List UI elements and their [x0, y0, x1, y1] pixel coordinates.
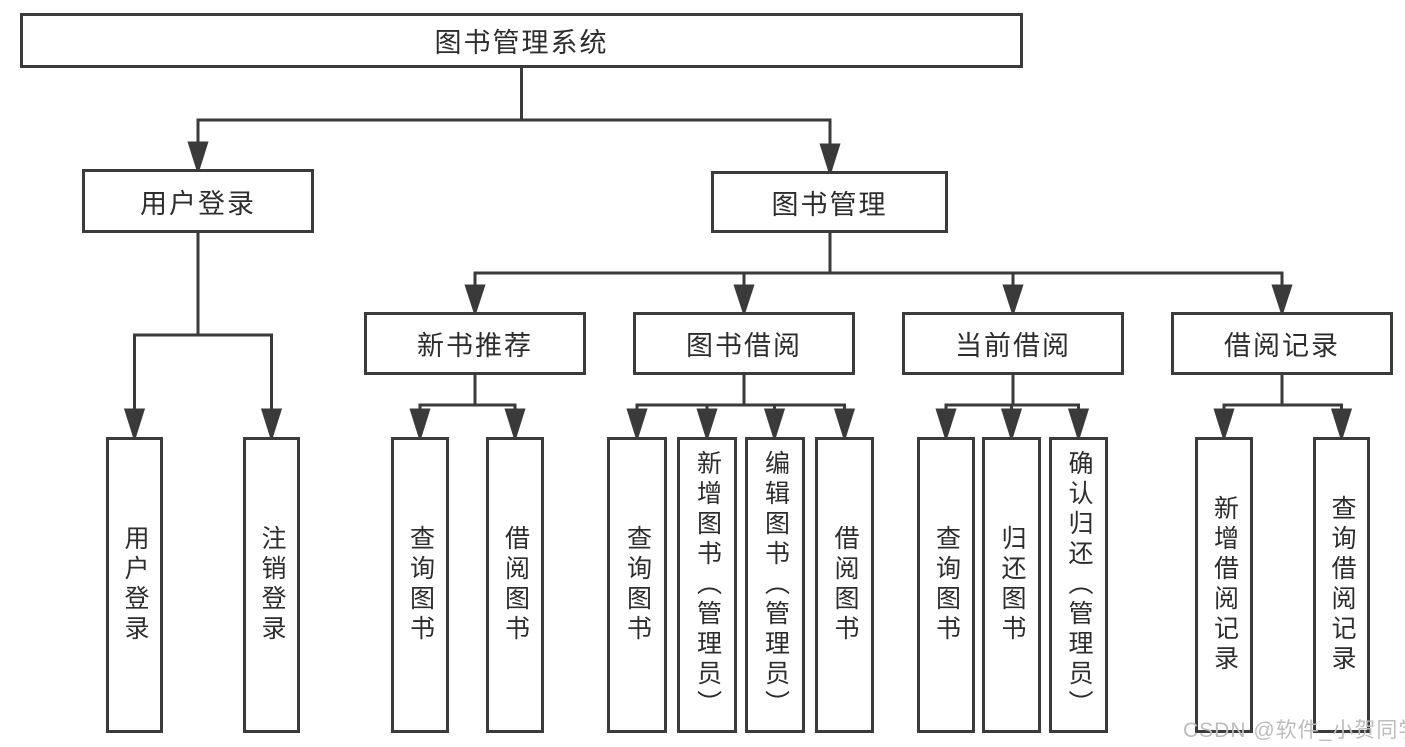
arrowhead-icon [123, 408, 146, 442]
node-book-borrowing: 图书借阅 [633, 312, 855, 375]
connector-records-to-leaves [1213, 375, 1353, 442]
connector-borrowing-to-leaves [626, 375, 856, 442]
leaf-label: 查询图书 [932, 525, 961, 645]
leaf-user-login: 用户登录 [106, 437, 163, 733]
arrowhead-icon [504, 408, 526, 442]
leaf-label: 新增借阅记录 [1210, 495, 1239, 675]
node-label: 图书管理 [771, 189, 888, 220]
arrowhead-icon [696, 408, 718, 442]
arrowhead-icon [819, 143, 841, 177]
node-label: 图书管理系统 [434, 28, 609, 58]
node-library-management-system: 图书管理系统 [20, 13, 1023, 68]
leaf-label: 查询图书 [623, 525, 652, 645]
leaf-label: 查询图书 [406, 525, 435, 645]
tree-connectors [123, 68, 1353, 442]
leaf-edit-books-admin: 编辑图书（管理员） [745, 437, 805, 733]
node-user-login: 用户登录 [82, 169, 314, 233]
leaf-label: 归还图书 [998, 525, 1026, 645]
arrowhead-icon [1000, 408, 1023, 442]
leaf-label: 新增图书（管理员） [693, 450, 722, 720]
leaf-label: 借阅图书 [831, 525, 859, 645]
leaf-label: 注销登录 [258, 525, 286, 645]
connector-bookmgmt-to-level2 [464, 233, 1293, 317]
leaf-label: 确认归还（管理员） [1065, 450, 1093, 720]
csdn-watermark: CSDN @软件_小贺同学 [1183, 719, 1405, 742]
leaf-return-books: 归还图书 [982, 437, 1041, 733]
leaf-borrow-books: 借阅图书 [815, 437, 874, 733]
node-label: 新书推荐 [417, 331, 533, 361]
leaf-query-borrow-record: 查询借阅记录 [1313, 437, 1370, 733]
leaf-logout: 注销登录 [243, 437, 300, 733]
connector-userlogin-to-leaves [123, 233, 283, 442]
leaf-label: 编辑图书（管理员） [761, 450, 790, 720]
leaf-query-books: 查询图书 [391, 437, 449, 733]
arrowhead-icon [1330, 408, 1353, 442]
leaf-query-books: 查询图书 [607, 437, 667, 733]
node-borrowing-records: 借阅记录 [1171, 312, 1393, 375]
node-book-management: 图书管理 [711, 171, 948, 233]
leaf-add-borrow-record: 新增借阅记录 [1195, 437, 1253, 733]
leaf-confirm-return-admin: 确认归还（管理员） [1049, 437, 1108, 733]
node-label: 图书借阅 [686, 331, 802, 361]
arrowhead-icon [260, 408, 283, 442]
arrowhead-icon [1067, 408, 1090, 442]
arrowhead-icon [464, 284, 486, 317]
arrowhead-icon [1213, 408, 1235, 442]
leaf-borrow-books: 借阅图书 [486, 437, 544, 733]
arrowhead-icon [409, 408, 431, 442]
node-label: 借阅记录 [1224, 331, 1340, 361]
leaf-label: 借阅图书 [501, 525, 530, 645]
leaf-label: 查询借阅记录 [1328, 495, 1356, 675]
node-current-borrowing: 当前借阅 [902, 312, 1124, 375]
arrowhead-icon [187, 141, 209, 175]
node-label: 用户登录 [140, 188, 256, 219]
arrowhead-icon [1271, 284, 1293, 317]
leaf-add-books-admin: 新增图书（管理员） [677, 437, 737, 733]
connector-root-to-level1 [187, 68, 841, 177]
connector-current-to-leaves [935, 375, 1090, 442]
node-new-book-recommend: 新书推荐 [364, 312, 586, 375]
arrowhead-icon [763, 408, 786, 442]
node-label: 当前借阅 [955, 331, 1071, 361]
connector-newbooks-to-leaves [409, 375, 526, 442]
arrowhead-icon [1002, 284, 1024, 317]
arrowhead-icon [733, 284, 755, 317]
leaf-label: 用户登录 [121, 525, 149, 645]
arrowhead-icon [626, 408, 648, 442]
arrowhead-icon [833, 408, 856, 442]
arrowhead-icon [935, 408, 957, 442]
leaf-query-books: 查询图书 [917, 437, 975, 733]
